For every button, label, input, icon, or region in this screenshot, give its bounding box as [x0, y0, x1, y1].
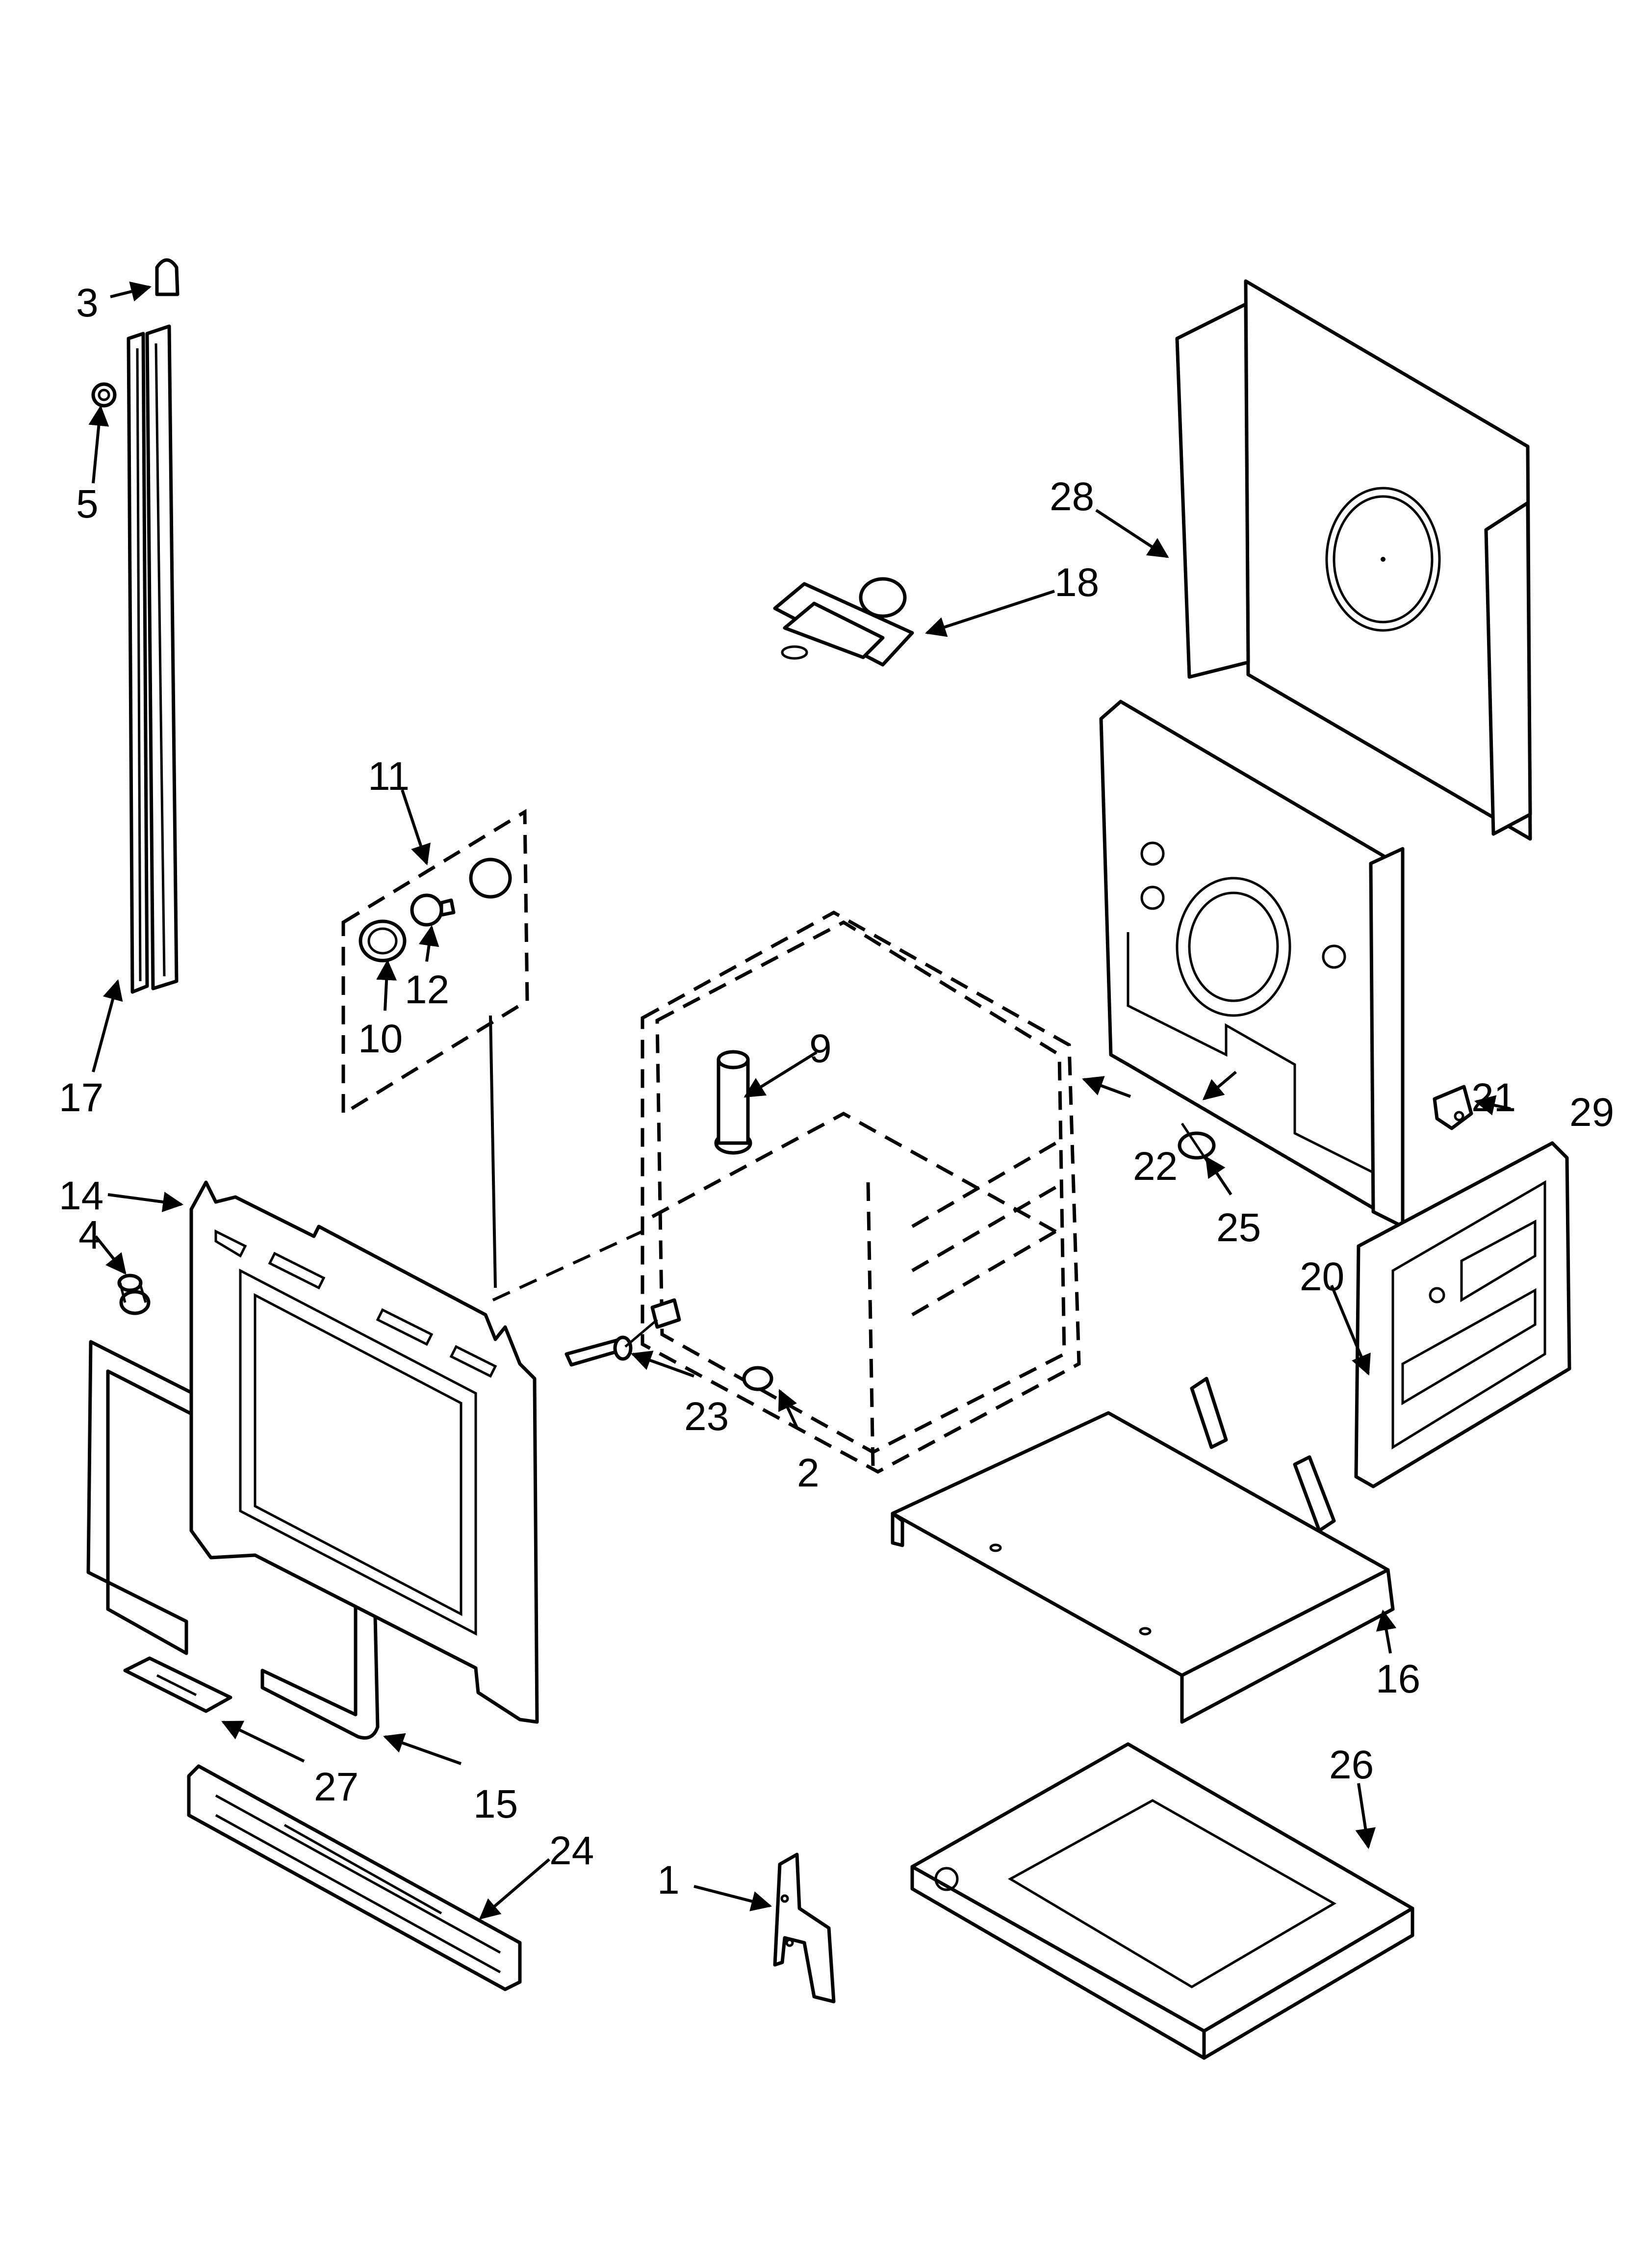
callout-26: 26: [1329, 1743, 1374, 1787]
callout-17: 17: [59, 1075, 103, 1120]
part-26-bottom-tray: [910, 1742, 1414, 2060]
part-16-top-panel: [891, 1377, 1395, 1724]
part-1-bracket: [773, 1852, 836, 2004]
part-28-back-panel: [1175, 279, 1532, 841]
part-29-bracket: [1433, 1085, 1473, 1130]
callout-18: 18: [1054, 560, 1099, 605]
callout-16: 16: [1376, 1657, 1420, 1701]
callout-20: 20: [1300, 1254, 1344, 1299]
callout-2: 2: [797, 1451, 820, 1495]
callout-24: 24: [549, 1828, 594, 1873]
callout-1: 1: [657, 1858, 680, 1903]
part-24-vent-grille: [187, 1764, 522, 1991]
part-17-vertical-trim: [127, 324, 179, 994]
callout-4: 4: [78, 1213, 101, 1257]
callout-3: 3: [76, 281, 99, 325]
callout-27: 27: [314, 1765, 359, 1809]
part-9-element: [714, 1050, 752, 1155]
part-20-side-panel: [1354, 1141, 1571, 1488]
callout-12: 12: [405, 967, 449, 1012]
callout-10: 10: [358, 1017, 403, 1061]
callout-11: 11: [368, 754, 410, 799]
leader-lines: [88, 281, 1511, 1920]
part-3-cap: [155, 258, 180, 296]
callout-22: 22: [1133, 1144, 1178, 1189]
part-4-knob: [117, 1274, 151, 1315]
part-23-probe: [564, 1298, 681, 1367]
callout-28: 28: [1050, 474, 1094, 519]
part-27-strip: [123, 1656, 232, 1713]
callout-21: 21: [1471, 1075, 1516, 1120]
callout-23: 23: [684, 1394, 729, 1439]
part-11-lamp-assembly: [341, 808, 529, 1117]
callout-labels: 3 5 17 28 18 11 10 12 9 22 21 29 25 20 1…: [59, 281, 1614, 1903]
part-18-control-module: [773, 577, 914, 667]
part-21-rear-wall: [1099, 700, 1405, 1228]
callout-29: 29: [1569, 1090, 1614, 1135]
part-25-sensor: [1178, 1122, 1216, 1169]
callout-25: 25: [1216, 1205, 1261, 1250]
callout-9: 9: [809, 1026, 832, 1071]
callout-5: 5: [76, 482, 99, 526]
callout-14: 14: [59, 1173, 103, 1218]
part-5-screw: [91, 382, 117, 408]
part-14-front-frame: [189, 1180, 539, 1724]
callout-15: 15: [473, 1782, 518, 1826]
part-2-knob: [742, 1366, 773, 1391]
part-22-oven-cavity: [641, 910, 1081, 1474]
